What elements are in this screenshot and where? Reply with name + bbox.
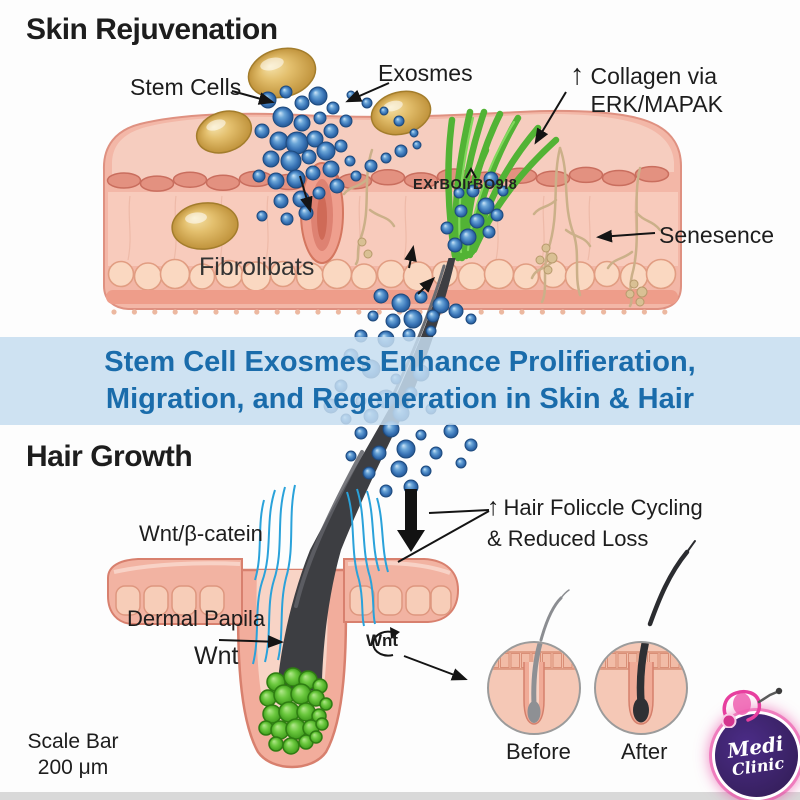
skin-bottom-band	[106, 290, 678, 304]
annotation-arrows	[218, 82, 656, 681]
wnt-cycle-label: Wnt	[366, 631, 399, 650]
cycling-line1: Hair Foliccle Cycling	[503, 495, 703, 520]
exosomes-arrow	[345, 82, 390, 103]
up-arrow-icon: ↑	[487, 493, 500, 521]
skin-section-title: Skin Rejuvenation	[26, 13, 278, 46]
dermal-papilla-arrow	[218, 635, 284, 648]
headline-banner: Stem Cell Exosmes Enhance Prolifieration…	[0, 337, 800, 425]
fibroblast-structures	[342, 146, 662, 308]
uptake-arrow-1	[404, 245, 417, 269]
skin-bottom-dots	[111, 309, 668, 315]
before-inset	[487, 589, 581, 735]
senescence-arrow	[596, 229, 656, 243]
scale-bar-label: Scale Bar 200 μm	[26, 729, 120, 781]
fibroblast-blobs	[357, 237, 648, 307]
up-arrow-icon: ↑	[570, 59, 585, 91]
stem-cells-arrow	[231, 90, 275, 105]
collagen-label-line1: Collagen via	[590, 63, 718, 89]
cycling-connector-2	[397, 510, 490, 563]
before-label: Before	[506, 739, 571, 764]
collagen-label: ↑ Collagen via ERK/MAPAK	[570, 59, 724, 118]
strip-cell-band	[115, 585, 452, 616]
exosome-spheres	[252, 85, 509, 498]
bold-down-arrow	[397, 489, 425, 552]
senescence-label: Senesence	[659, 222, 775, 248]
tiny-caret	[465, 166, 477, 179]
stem-cells-label: Stem Cells	[130, 74, 242, 100]
exosomes-label: Exosmes	[378, 60, 473, 86]
matrix-gibberish-label: EXrBOIrBO9I8	[413, 177, 518, 193]
wnt-to-before-arrow	[403, 655, 468, 681]
stem-cell-bodies	[171, 47, 432, 250]
wnt-cycle-arc	[372, 630, 394, 657]
follicle-pointer-arrow	[299, 175, 313, 213]
image-bottom-edge	[0, 792, 800, 800]
wnt-bcatenin-label: Wnt/β-catein	[139, 521, 263, 546]
scale-bar-line1: Scale Bar	[27, 730, 119, 753]
dermal-papilla-label: Dermal Papila	[127, 606, 266, 631]
after-inset	[594, 540, 696, 735]
dermal-papilla-cells	[258, 667, 333, 755]
stethoscope-icon	[721, 687, 783, 728]
banner-line2: Migration, and Regeneration in Skin & Ha…	[105, 383, 695, 415]
fibroblasts-label: Fibrolibats	[199, 253, 315, 281]
wnt-cycle-arrowhead	[390, 627, 400, 639]
collagen-arrow-line	[534, 91, 567, 145]
hair-cycling-label: ↑Hair Foliccle Cycling & Reduced Loss	[487, 492, 703, 554]
after-label: After	[621, 739, 668, 764]
hair-section-title: Hair Growth	[26, 440, 193, 473]
banner-line1: Stem Cell Exosmes Enhance Prolifieration…	[104, 346, 696, 378]
cycling-connector-1	[428, 509, 490, 514]
collagen-label-line2: ERK/MAPAK	[590, 91, 724, 117]
uptake-arrow-2	[417, 276, 436, 295]
wnt-label: Wnt	[194, 642, 239, 670]
scale-bar-line2: 200 μm	[37, 756, 109, 779]
cycling-line2: & Reduced Loss	[487, 526, 649, 551]
